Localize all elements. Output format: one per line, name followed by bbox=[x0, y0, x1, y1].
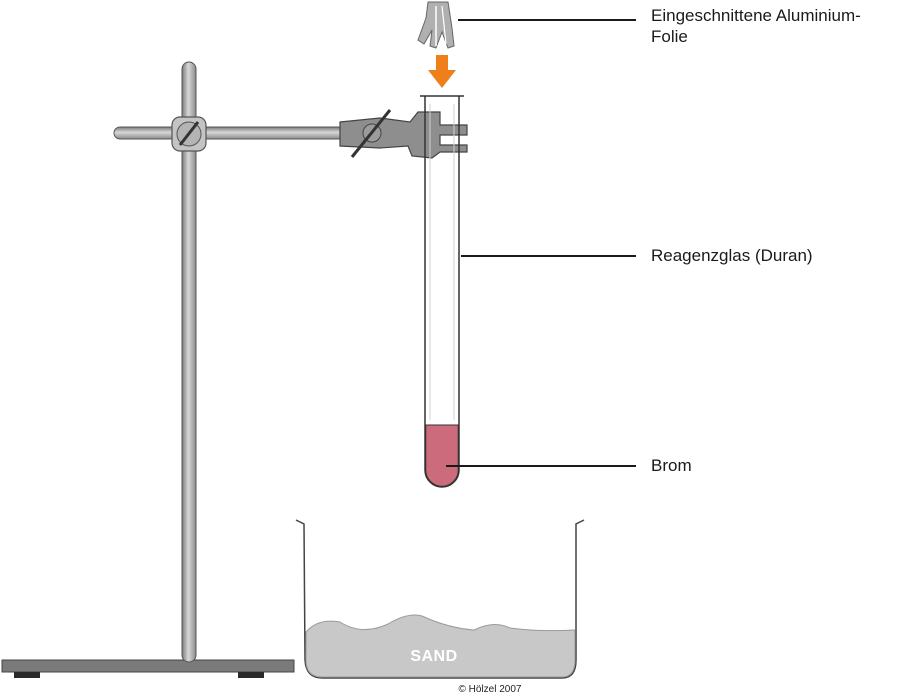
boss-head bbox=[171, 116, 207, 152]
test-tube bbox=[420, 95, 464, 488]
aluminium-foil bbox=[417, 1, 455, 49]
insert-arrow-icon bbox=[428, 55, 456, 88]
bromine-liquid bbox=[425, 424, 459, 487]
foil-label: Eingeschnittene Aluminium- Folie bbox=[651, 5, 896, 47]
tube-clamp bbox=[339, 109, 468, 159]
leader-lines bbox=[446, 19, 636, 467]
foil-label-line1: Eingeschnittene Aluminium- bbox=[651, 6, 861, 25]
beaker bbox=[295, 519, 585, 679]
clamp-arm bbox=[113, 126, 347, 140]
test-tube-label: Reagenzglas (Duran) bbox=[651, 246, 813, 265]
sand-fill bbox=[305, 614, 576, 678]
sand-label: SAND bbox=[410, 648, 458, 665]
stand-base bbox=[1, 659, 295, 678]
bromine-label: Brom bbox=[651, 456, 692, 475]
foil-label-line2: Folie bbox=[651, 27, 688, 46]
copyright-notice: © Hölzel 2007 bbox=[458, 684, 522, 695]
stand-rod bbox=[181, 61, 197, 663]
